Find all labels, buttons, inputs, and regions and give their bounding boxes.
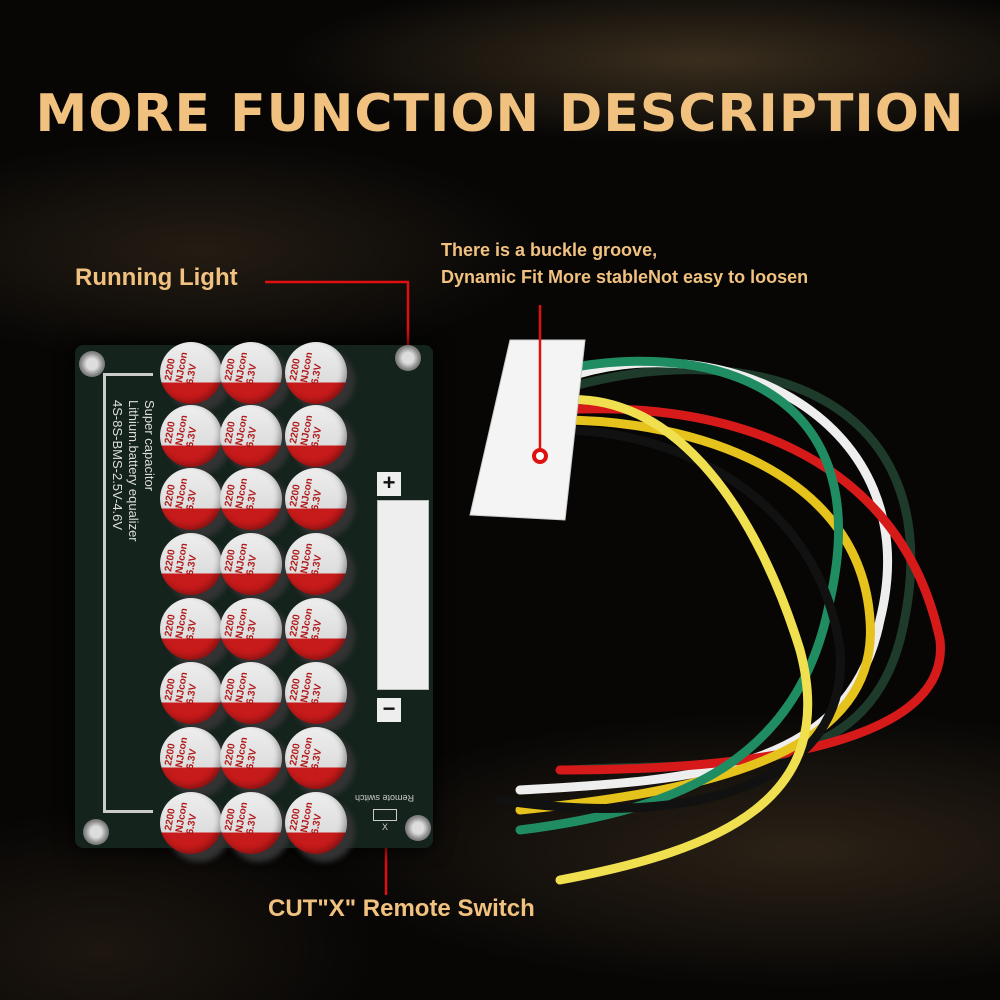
capacitor: 2200 NJcon 6.3V <box>160 405 222 467</box>
capacitor: 2200 NJcon 6.3V <box>285 662 347 724</box>
capacitor: 2200 NJcon 6.3V <box>285 727 347 789</box>
balance-connector <box>377 500 429 690</box>
capacitor-label: 2200 NJcon 6.3V <box>223 607 260 642</box>
capacitor-label: 2200 NJcon 6.3V <box>288 607 325 642</box>
capacitor: 2200 NJcon 6.3V <box>160 468 222 530</box>
capacitor-label: 2200 NJcon 6.3V <box>163 607 200 642</box>
capacitor-label: 2200 NJcon 6.3V <box>163 801 200 836</box>
remote-switch-jumper[interactable] <box>373 809 397 821</box>
minus-label: − <box>377 698 401 722</box>
capacitor: 2200 NJcon 6.3V <box>160 342 222 404</box>
capacitor-label: 2200 NJcon 6.3V <box>163 736 200 771</box>
mount-hole <box>395 345 421 371</box>
pcb-text: Super capacitor <box>142 400 157 492</box>
capacitor-label: 2200 NJcon 6.3V <box>223 671 260 706</box>
capacitor: 2200 NJcon 6.3V <box>160 792 222 854</box>
capacitor-label: 2200 NJcon 6.3V <box>288 414 325 449</box>
capacitor-label: 2200 NJcon 6.3V <box>223 351 260 386</box>
capacitor-label: 2200 NJcon 6.3V <box>223 414 260 449</box>
pcb-text: Lithium.battery equalizer <box>126 400 141 542</box>
running-light-label: Running Light <box>75 264 238 291</box>
capacitor: 2200 NJcon 6.3V <box>220 468 282 530</box>
capacitor: 2200 NJcon 6.3V <box>220 405 282 467</box>
page-title: MORE FUNCTION DESCRIPTION <box>35 84 965 144</box>
mount-hole <box>83 819 109 845</box>
silkscreen-frame <box>103 373 153 813</box>
plus-label: + <box>377 472 401 496</box>
remote-switch-label: CUT"X" Remote Switch <box>268 895 535 922</box>
capacitor-label: 2200 NJcon 6.3V <box>223 542 260 577</box>
capacitor: 2200 NJcon 6.3V <box>285 533 347 595</box>
capacitor: 2200 NJcon 6.3V <box>160 533 222 595</box>
capacitor: 2200 NJcon 6.3V <box>160 727 222 789</box>
buckle-marker <box>532 448 548 464</box>
capacitor: 2200 NJcon 6.3V <box>220 662 282 724</box>
capacitor: 2200 NJcon 6.3V <box>220 792 282 854</box>
capacitor: 2200 NJcon 6.3V <box>160 662 222 724</box>
mount-hole <box>405 815 431 841</box>
capacitor: 2200 NJcon 6.3V <box>285 792 347 854</box>
capacitor-label: 2200 NJcon 6.3V <box>163 671 200 706</box>
capacitor: 2200 NJcon 6.3V <box>285 598 347 660</box>
cut-label: X <box>382 822 389 832</box>
capacitor: 2200 NJcon 6.3V <box>220 598 282 660</box>
wire-connector <box>469 339 586 521</box>
capacitor-label: 2200 NJcon 6.3V <box>288 351 325 386</box>
capacitor-label: 2200 NJcon 6.3V <box>288 542 325 577</box>
capacitor: 2200 NJcon 6.3V <box>220 342 282 404</box>
capacitor-label: 2200 NJcon 6.3V <box>288 736 325 771</box>
capacitor-label: 2200 NJcon 6.3V <box>223 736 260 771</box>
capacitor-label: 2200 NJcon 6.3V <box>288 671 325 706</box>
capacitor-label: 2200 NJcon 6.3V <box>163 477 200 512</box>
capacitor-label: 2200 NJcon 6.3V <box>163 414 200 449</box>
buckle-label-line2: Dynamic Fit More stableNot easy to loose… <box>441 267 809 287</box>
remote-switch-text: Remote switch <box>355 793 415 803</box>
mount-hole <box>79 351 105 377</box>
capacitor: 2200 NJcon 6.3V <box>285 405 347 467</box>
capacitor-label: 2200 NJcon 6.3V <box>223 801 260 836</box>
buckle-label-line1: There is a buckle groove, <box>441 240 658 260</box>
capacitor: 2200 NJcon 6.3V <box>285 468 347 530</box>
pcb-text: 4S-8S-BMS-2.5V-4.6V <box>110 400 125 531</box>
capacitor-label: 2200 NJcon 6.3V <box>288 477 325 512</box>
capacitor-label: 2200 NJcon 6.3V <box>288 801 325 836</box>
capacitor: 2200 NJcon 6.3V <box>160 598 222 660</box>
capacitor-label: 2200 NJcon 6.3V <box>223 477 260 512</box>
capacitor-label: 2200 NJcon 6.3V <box>163 351 200 386</box>
capacitor: 2200 NJcon 6.3V <box>220 533 282 595</box>
capacitor-label: 2200 NJcon 6.3V <box>163 542 200 577</box>
capacitor: 2200 NJcon 6.3V <box>220 727 282 789</box>
capacitor: 2200 NJcon 6.3V <box>285 342 347 404</box>
